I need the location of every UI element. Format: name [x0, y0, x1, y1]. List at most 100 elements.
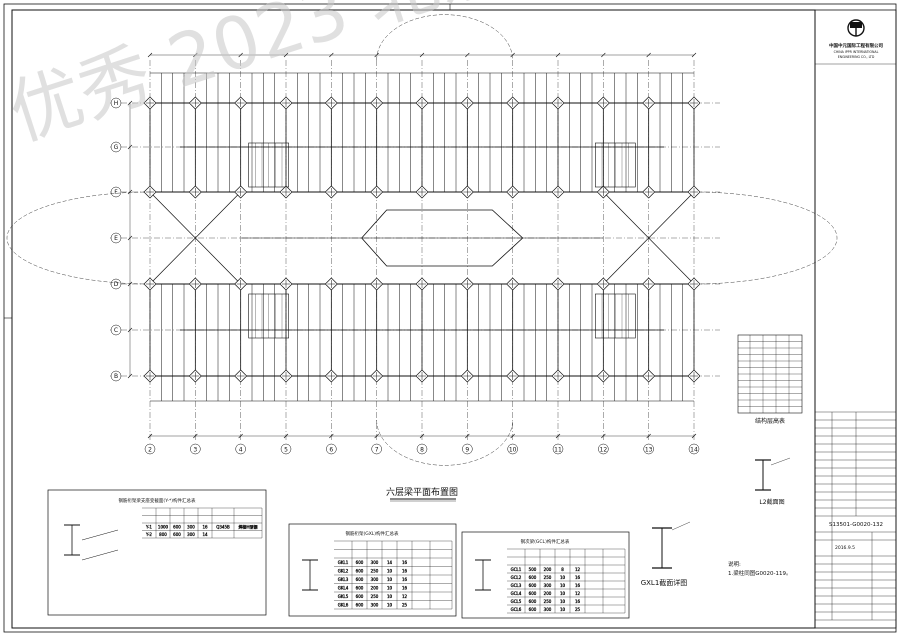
table-cell: 16	[402, 577, 408, 582]
table-cell: 300	[187, 532, 195, 537]
watermark-text: 优秀 2023 北京市 设计奖	[0, 0, 813, 156]
notes-text: 1.梁柱同图G0020-119。	[728, 569, 792, 577]
structural-level-table: 结构层高表	[737, 334, 803, 425]
axis-bubble	[643, 443, 654, 455]
axis-bubble	[190, 443, 201, 455]
table-cell: 600	[529, 575, 537, 580]
axis-number-label: 7	[375, 447, 379, 454]
axis-number-label: 9	[465, 447, 469, 454]
table-cell: 16	[575, 575, 581, 580]
axis-bubble	[326, 443, 337, 455]
axis-letter-label: F	[114, 189, 118, 196]
table-cell: 250	[544, 599, 552, 604]
axis-bubble	[688, 443, 700, 455]
axis-bubble	[507, 443, 518, 455]
table-cell: 600	[356, 577, 364, 582]
axis-number-label: 10	[509, 447, 517, 454]
table-gxl-title: 钢筋桁架(GXL)构件汇总表	[345, 530, 399, 537]
notes-label: 说明:	[728, 560, 741, 568]
table-cell: 600	[356, 569, 364, 574]
table-cell: GKL4	[338, 586, 349, 591]
table-cell: Y-2	[145, 532, 152, 537]
notes-block: 说明: 1.梁柱同图G0020-119。	[728, 560, 792, 577]
table-cell: 200	[371, 586, 379, 591]
table-cell: 25	[575, 607, 581, 612]
axis-bubble	[110, 324, 122, 336]
table-cell: 10	[387, 586, 393, 591]
drawing-number: S13501-G0020-132	[829, 522, 883, 528]
table-cell: 10	[387, 603, 393, 608]
axis-letter-label: C	[114, 327, 118, 334]
axis-number-label: 8	[420, 447, 424, 454]
table-cell: GCL2	[511, 575, 522, 580]
table-cell: 300	[544, 607, 552, 612]
axis-number-label: 4	[239, 447, 243, 454]
table-cell: 500	[529, 567, 537, 572]
table-cell: 16	[402, 569, 408, 574]
axis-letter-label: B	[114, 373, 118, 380]
company-name-en-1: CHINA IPPR INTERNATIONAL	[834, 50, 879, 54]
table-cell: GKL5	[338, 594, 349, 599]
table-cell: 10	[560, 575, 566, 580]
table-cell: GKL2	[338, 569, 349, 574]
table-gcl-title: 钢次梁(GCL)构件汇总表	[521, 538, 570, 545]
axis-number-label: 13	[645, 447, 653, 454]
table-cell: 16	[402, 586, 408, 591]
table-cell: 焊接H型钢	[238, 523, 257, 529]
axis-number-label: 12	[600, 447, 608, 454]
table-cell: 250	[371, 594, 379, 599]
company-logo-icon	[847, 19, 865, 37]
axis-letter-label: G	[114, 144, 119, 151]
plan-title: 六层梁平面布置图	[386, 486, 458, 498]
axis-number-label: 2	[148, 447, 152, 454]
table-cell: 10	[387, 594, 393, 599]
gxl1-section-detail: GXL1截面详图	[641, 521, 691, 587]
gxl1-section-title: GXL1截面详图	[641, 578, 688, 587]
level-table-title: 结构层高表	[755, 417, 785, 425]
axis-letter-label: E	[114, 235, 118, 242]
table-cell: 16	[202, 524, 208, 529]
table-cell: GKL1	[338, 560, 349, 565]
axis-bubble	[110, 278, 122, 290]
axis-letter-label: H	[114, 100, 119, 107]
table-cell: 12	[575, 591, 581, 596]
table-cell: GCL4	[511, 591, 522, 596]
axis-number-label: 3	[193, 447, 197, 454]
table-cell: 10	[560, 583, 566, 588]
table-cell: 250	[544, 575, 552, 580]
table-cell: 600	[529, 607, 537, 612]
axis-number-label: 6	[329, 447, 333, 454]
axis-bubble	[598, 443, 609, 455]
drawing-date: 2016.9.5	[835, 545, 855, 551]
table-cell: 10	[387, 569, 393, 574]
table-cell: GCL5	[511, 599, 522, 604]
table-cell: GKL6	[338, 603, 349, 608]
axis-bubble	[110, 141, 122, 153]
table-cell: 200	[544, 567, 552, 572]
table-cell: 10	[560, 591, 566, 596]
table-cell: 12	[402, 594, 408, 599]
axis-bubble	[110, 186, 122, 198]
axis-bubble	[416, 443, 428, 455]
table-cell: 600	[356, 560, 364, 565]
table-cell: 600	[529, 599, 537, 604]
axis-bubble	[110, 370, 122, 382]
table-cell: GCL1	[511, 567, 522, 572]
table-cell: GCL6	[511, 607, 522, 612]
table-cell: 300	[544, 583, 552, 588]
table-cell: 200	[544, 591, 552, 596]
table-cell: 10	[387, 577, 393, 582]
table-cell: 800	[159, 532, 167, 537]
table-cell: 16	[575, 583, 581, 588]
watermark: 优秀 2023 北京市 设计奖	[0, 0, 813, 156]
axis-number-label: 11	[554, 447, 562, 454]
l2-section-title: L2截面图	[759, 498, 784, 506]
table-cell: 300	[371, 603, 379, 608]
table-cell: 600	[356, 586, 364, 591]
